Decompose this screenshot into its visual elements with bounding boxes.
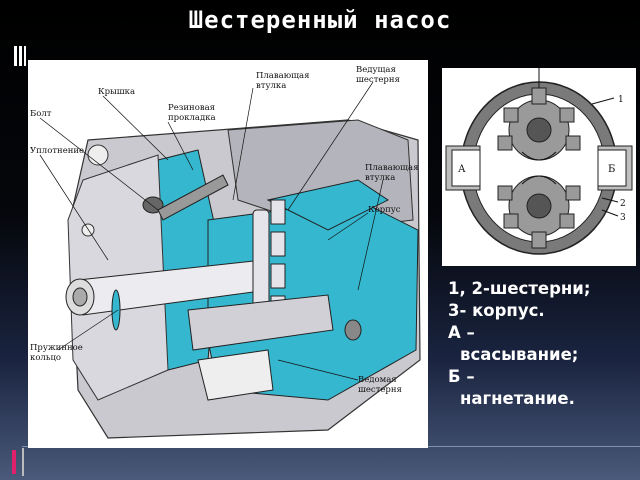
label-1: 1 — [618, 95, 624, 105]
pump-cutaway-diagram: Болт Крышка Резиновая прокладка Плавающа… — [28, 60, 428, 448]
label-floating-sleeve-top-1: Плавающая — [256, 71, 309, 81]
label-rubber-gasket-2: прокладка — [168, 113, 216, 123]
accent-bar — [12, 450, 16, 474]
accent-bar-thin — [22, 448, 24, 476]
label-rubber-gasket-1: Резиновая — [168, 103, 215, 113]
legend-line-discharge: нагнетание. — [460, 389, 575, 408]
pump-schematic-diagram: А Б 1 2 3 — [442, 68, 636, 266]
legend-line-gears: 1, 2-шестерни; — [448, 279, 591, 298]
legend: 1, 2-шестерни; 3- корпус. А – всасывание… — [448, 278, 590, 410]
label-spring-ring-1: Пружинное — [30, 343, 83, 353]
label-drive-gear-2: шестерня — [356, 75, 400, 85]
label-housing: Корпус — [368, 205, 401, 215]
label-bolt: Болт — [30, 109, 52, 119]
label-floating-sleeve-right-2: втулка — [365, 173, 395, 183]
label-spring-ring-2: кольцо — [30, 353, 61, 363]
label-a: А — [458, 164, 466, 175]
label-driven-gear-1: Ведомая — [358, 375, 397, 385]
legend-line-a: А – — [448, 323, 475, 342]
slide-title: Шестеренный насос — [188, 6, 452, 34]
label-2: 2 — [620, 199, 626, 209]
label-cover: Крышка — [98, 87, 135, 97]
legend-line-housing: 3- корпус. — [448, 301, 545, 320]
label-b: Б — [608, 164, 615, 175]
label-driven-gear-2: шестерня — [358, 385, 402, 395]
label-floating-sleeve-right-1: Плавающая — [365, 163, 418, 173]
legend-line-suction: всасывание; — [460, 345, 579, 364]
label-drive-gear-1: Ведущая — [356, 65, 396, 75]
label-seal: Уплотнение — [30, 146, 84, 156]
label-3: 3 — [620, 213, 626, 223]
label-floating-sleeve-top-2: втулка — [256, 81, 286, 91]
legend-line-b: Б – — [448, 367, 475, 386]
